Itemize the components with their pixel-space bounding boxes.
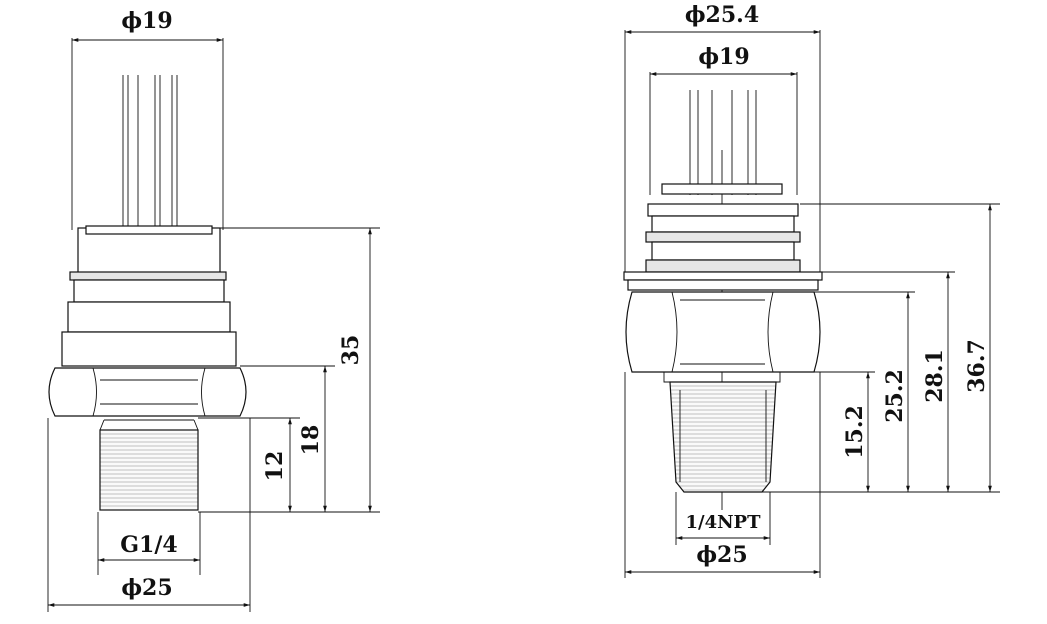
right-dim-36-7: 36.7 xyxy=(964,339,990,393)
right-sensor-flange xyxy=(623,271,823,281)
left-dim-35: 35 xyxy=(338,335,364,366)
left-sensor-flange xyxy=(69,271,227,281)
left-dim-thread: G1/4 xyxy=(120,532,177,558)
right-sensor-thread xyxy=(669,381,777,493)
left-dim-12: 12 xyxy=(262,451,288,482)
right-sensor-hex-nut xyxy=(625,291,821,373)
right-dim-phi25-4: ϕ25.4 xyxy=(685,2,759,28)
right-dim-thread: 1/4NPT xyxy=(685,512,761,533)
right-sensor-wires xyxy=(689,90,757,195)
left-sensor-hex-nut xyxy=(48,367,247,417)
right-dim-28-1: 28.1 xyxy=(922,349,948,403)
left-dim-phi25: ϕ25 xyxy=(121,575,172,601)
left-sensor-cap xyxy=(77,227,221,275)
left-dim-18: 18 xyxy=(298,425,324,456)
left-sensor: ϕ19 35 18 12 G1/4 ϕ25 xyxy=(47,8,380,612)
left-sensor-thread xyxy=(99,429,199,511)
right-dim-phi19: ϕ19 xyxy=(698,44,749,70)
right-dim-25-2: 25.2 xyxy=(882,369,908,423)
right-sensor: ϕ25.4 ϕ19 36.7 28.1 25.2 15.2 1/4NPT ϕ25 xyxy=(623,2,1000,578)
right-sensor-top-plate xyxy=(661,183,783,195)
left-dim-phi19: ϕ19 xyxy=(121,8,172,34)
right-dim-15-2: 15.2 xyxy=(842,405,868,459)
right-dim-phi25: ϕ25 xyxy=(696,542,747,568)
left-sensor-wires xyxy=(122,75,178,228)
